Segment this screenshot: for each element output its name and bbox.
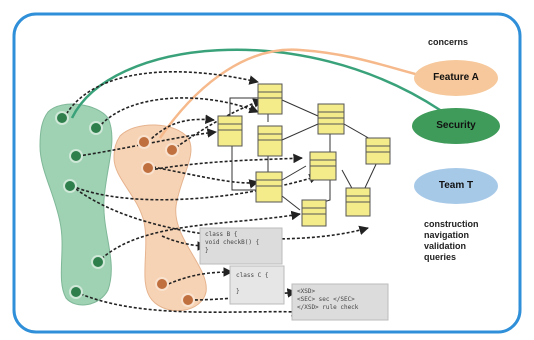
orange-nodes [137,135,195,307]
code-snippet-c: class C { } [236,272,269,296]
code-panel-c [229,265,285,305]
class-boxes [217,83,391,227]
green-module-group [39,103,113,306]
green-arrows [63,71,369,317]
orange-node [155,277,169,291]
concern-security-label: Security [436,120,476,131]
concern-team-t-label: Team T [438,180,474,191]
code-line: class C { [236,272,269,279]
class-box [317,103,345,135]
code-line: void checkB() { [205,239,260,246]
green-node [63,179,77,193]
class-links [229,97,379,211]
feature-a-ellipse [414,60,498,96]
green-node [89,121,103,135]
orange-node [165,143,179,157]
class-box [345,187,371,217]
code-line: <SEC> sec </SEC> [297,296,355,303]
code-line: </XSD> rule check [297,304,359,311]
class-box [365,137,391,165]
code-panel-b [199,227,283,265]
orange-module-group [113,124,207,312]
security-ellipse [412,108,500,144]
category-queries: queries [424,252,457,262]
category-validation: validation [424,241,467,251]
orange-node [181,293,195,307]
orange-node [141,161,155,175]
class-box [257,83,283,115]
class-box [255,171,283,203]
code-snippet-xsd: <XSD> <SEC> sec </SEC> </XSD> rule check [297,288,358,312]
green-node [91,255,105,269]
concerns-heading: concerns [428,37,469,47]
category-navigation: navigation [424,230,470,240]
green-node [69,149,83,163]
class-box [257,125,283,157]
green-node [55,111,69,125]
class-box [309,151,337,181]
orange-node [137,135,151,149]
green-nodes [55,111,105,299]
code-line: } [205,247,209,254]
team-t-ellipse [414,168,498,204]
code-line: class B { [205,231,238,238]
code-panel-xsd [291,283,389,321]
code-line: <XSD> [297,288,316,295]
category-construction: construction [424,219,479,229]
concern-feature-a-label: Feature A [433,72,479,83]
category-list: construction navigation validation queri… [424,219,479,263]
class-box [217,115,243,147]
green-node [69,285,83,299]
code-snippet-b: class B { void checkB() { } [205,231,259,255]
code-line: } [236,288,240,295]
feature-a-link [158,48,441,139]
class-box [301,199,327,227]
